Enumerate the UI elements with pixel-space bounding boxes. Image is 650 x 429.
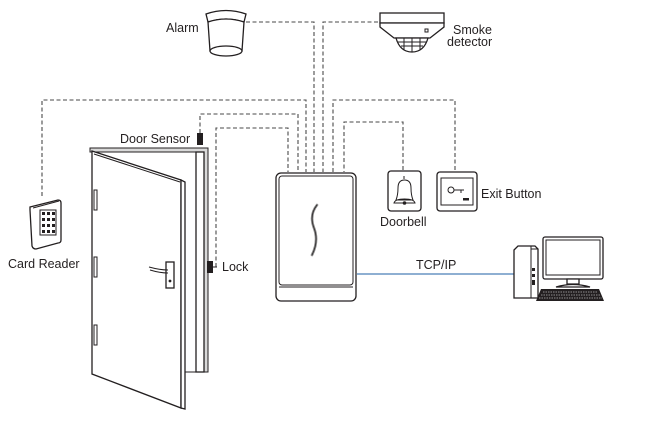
smoke-detector-label-line1: Smoke bbox=[453, 23, 492, 37]
wire-smoke-detector bbox=[322, 21, 378, 172]
wire-alarm bbox=[246, 21, 315, 172]
bell-icon bbox=[387, 170, 422, 212]
doorbell-label: Doorbell bbox=[380, 215, 427, 229]
lock-icon bbox=[207, 261, 217, 273]
tcpip-label: TCP/IP bbox=[416, 258, 456, 272]
door-sensor-icon bbox=[197, 133, 203, 145]
wire-door-sensor bbox=[199, 113, 299, 172]
desktop-computer-icon bbox=[513, 236, 604, 301]
wire-doorbell bbox=[343, 121, 404, 172]
door-icon bbox=[89, 147, 209, 410]
wire-card-reader bbox=[41, 99, 307, 196]
lock-label: Lock bbox=[222, 260, 249, 274]
door-sensor-label: Door Sensor bbox=[120, 132, 190, 146]
wires bbox=[41, 21, 456, 267]
wire-exit-button bbox=[332, 99, 456, 172]
smoke-detector-label-line2: detector bbox=[447, 35, 492, 49]
alarm-siren-icon bbox=[205, 9, 247, 57]
key-button-icon bbox=[436, 171, 478, 212]
keypad-reader-icon bbox=[29, 199, 62, 250]
door-handle-icon bbox=[148, 261, 175, 289]
card-reader-label: Card Reader bbox=[8, 257, 80, 271]
smoke-detector-icon bbox=[379, 12, 445, 53]
alarm-label: Alarm bbox=[166, 21, 199, 35]
exit-button-label: Exit Button bbox=[481, 187, 541, 201]
access-control-terminal-icon bbox=[275, 172, 357, 302]
